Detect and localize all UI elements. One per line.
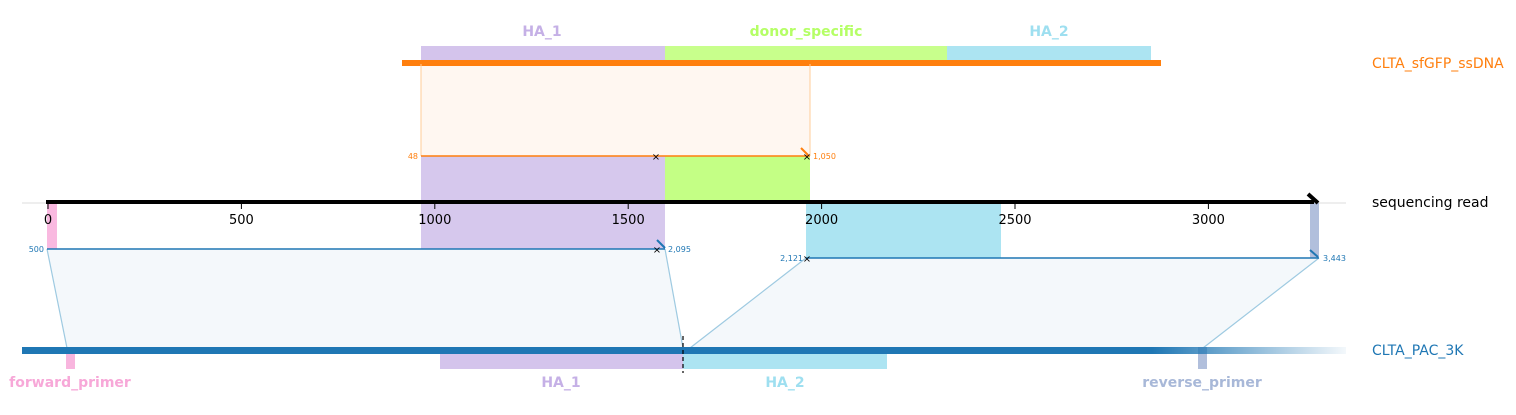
pac-feature-forward-primer-block bbox=[66, 347, 75, 369]
pac-alignment-2-end-label: 3,443 bbox=[1323, 254, 1346, 263]
pac-track: forward_primer HA_1 HA_2 reverse_primer … bbox=[9, 336, 1464, 391]
ssdna-feature-ha1-block bbox=[421, 46, 665, 64]
ssdna-alignment-end-arrow bbox=[800, 147, 809, 156]
read-axis-ticks: 0 500 1000 1500 2000 2500 3000 bbox=[44, 204, 1225, 228]
ssdna-alignment-end-label: 1,050 bbox=[813, 152, 836, 161]
pac-alignment-2: 2,121 3,443 × bbox=[689, 249, 1346, 349]
ssdna-alignment-start-label: 48 bbox=[408, 152, 418, 161]
ssdna-alignment: 48 1,050 × × bbox=[408, 64, 836, 202]
read-label: sequencing read bbox=[1372, 195, 1488, 211]
axis-tick-label: 500 bbox=[229, 213, 254, 228]
ssdna-mismatch-mark-1: × bbox=[652, 152, 660, 163]
pac-line-fade bbox=[1152, 347, 1346, 354]
axis-tick-label: 2000 bbox=[805, 213, 838, 228]
pac-feature-reverse-primer-label: reverse_primer bbox=[1142, 375, 1262, 391]
ssdna-label: CLTA_sfGFP_ssDNA bbox=[1372, 56, 1504, 72]
read-track: 0 500 1000 1500 2000 2500 3000 sequencing read bbox=[22, 192, 1488, 258]
ssdna-alignment-shade bbox=[421, 64, 810, 156]
pac-line-solid bbox=[22, 347, 1152, 354]
pac-label: CLTA_PAC_3K bbox=[1372, 343, 1464, 359]
pac-alignment-2-mismatch-mark: × bbox=[803, 254, 811, 265]
pac-alignment-2-start-label: 2,121 bbox=[780, 254, 803, 263]
ssdna-feature-ha2-block bbox=[947, 46, 1151, 64]
pac-feature-ha2-label: HA_2 bbox=[765, 375, 804, 391]
pac-feature-forward-primer-label: forward_primer bbox=[9, 375, 131, 391]
axis-tick-label: 1500 bbox=[612, 213, 645, 228]
pac-alignment-2-shade bbox=[690, 258, 1319, 348]
ssdna-track: HA_1 donor_specific HA_2 CLTA_sfGFP_ssDN… bbox=[402, 24, 1504, 72]
pac-alignment-1: 500 2,095 × bbox=[29, 239, 691, 349]
read-projection-ha1 bbox=[421, 156, 665, 202]
pac-alignment-1-end-arrow bbox=[656, 239, 666, 249]
ssdna-feature-ha1-label: HA_1 bbox=[522, 24, 561, 40]
read-projection-forward-primer bbox=[47, 203, 57, 249]
pac-alignment-2-end-arrow bbox=[1309, 249, 1319, 258]
axis-tick-label: 2500 bbox=[998, 213, 1031, 228]
read-projection-ha1-lower bbox=[421, 203, 665, 249]
ssdna-feature-donor-label: donor_specific bbox=[750, 24, 863, 40]
pac-alignment-1-mismatch-mark: × bbox=[653, 245, 661, 256]
read-end-arrow bbox=[1306, 192, 1320, 205]
pac-alignment-1-end-label: 2,095 bbox=[668, 245, 691, 254]
ssdna-feature-ha2-label: HA_2 bbox=[1029, 24, 1068, 40]
ssdna-line bbox=[402, 60, 1161, 66]
axis-tick-label: 3000 bbox=[1192, 213, 1225, 228]
ssdna-feature-donor-block bbox=[665, 46, 947, 64]
axis-tick-label: 1000 bbox=[418, 213, 451, 228]
pac-alignment-1-shade bbox=[47, 249, 683, 348]
read-projection-donor bbox=[665, 156, 810, 202]
pac-feature-ha1-label: HA_1 bbox=[541, 375, 580, 391]
read-projection-reverse-primer bbox=[1310, 203, 1319, 258]
pac-alignment-1-start-label: 500 bbox=[29, 245, 44, 254]
read-projection-ha2 bbox=[806, 203, 1001, 258]
ssdna-mismatch-mark-2: × bbox=[803, 152, 811, 163]
pac-feature-reverse-primer-block bbox=[1198, 347, 1207, 369]
axis-tick-label: 0 bbox=[44, 213, 52, 228]
